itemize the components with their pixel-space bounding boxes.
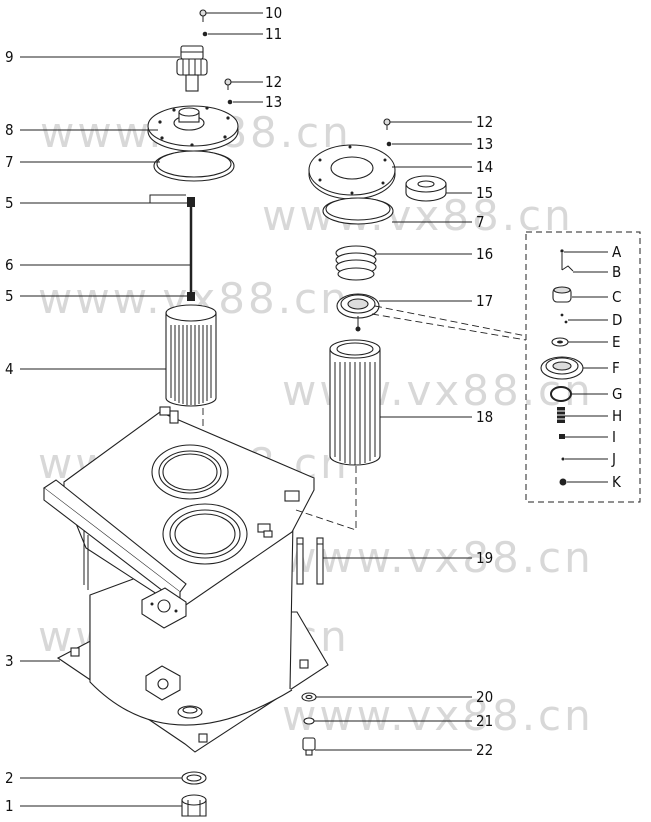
callout-17: 17 [476, 292, 493, 310]
callout-5-top: 5 [5, 194, 14, 212]
part-19-brackets [296, 537, 324, 585]
callout-F: F [612, 359, 620, 377]
part-11-screw [202, 31, 208, 37]
callout-I: I [612, 428, 616, 446]
detail-part-A-pin [560, 249, 564, 270]
callout-22: 22 [476, 741, 493, 759]
callout-21: 21 [476, 712, 493, 730]
part-3-tank [43, 406, 329, 753]
part-12-screw-left [224, 78, 232, 90]
part-15-spacer-ring [405, 175, 447, 202]
callout-7: 7 [5, 153, 14, 171]
part-16-spring [335, 245, 377, 281]
detail-leader [374, 305, 527, 337]
detail-part-B-spring-clip [561, 265, 574, 272]
callout-3: 3 [5, 652, 14, 670]
part-9-breather-cap [176, 45, 208, 92]
callout-C: C [612, 288, 621, 306]
part-4-filter-element [165, 304, 217, 407]
part-13-washer-right [386, 141, 392, 147]
callout-9: 9 [5, 48, 14, 66]
detail-part-D-pins [560, 313, 568, 324]
callout-13-right: 13 [476, 135, 493, 153]
detail-part-K-ball [559, 478, 567, 486]
part-10-screw [199, 9, 207, 22]
callout-18: 18 [476, 408, 493, 426]
callout-14: 14 [476, 158, 493, 176]
part-7-gasket [153, 150, 235, 182]
part-22-plug [302, 737, 316, 756]
callout-19: 19 [476, 549, 493, 567]
callout-20: 20 [476, 688, 493, 706]
callout-7-right: 7 [476, 213, 485, 231]
detail-part-I-ball [559, 434, 565, 439]
part-18-return-filter-element [329, 339, 381, 466]
callout-5-bottom: 5 [5, 287, 14, 305]
callout-labels: 9 8 7 5 6 5 4 3 2 1 10 11 12 13 12 13 14… [5, 4, 622, 815]
detail-leader [371, 313, 527, 341]
part-1-drain-plug [181, 794, 207, 817]
callout-12-left: 12 [265, 73, 282, 91]
callout-15: 15 [476, 184, 493, 202]
callout-8: 8 [5, 121, 14, 139]
detail-box [525, 231, 641, 503]
part-21-washer [303, 717, 315, 725]
callout-B: B [612, 263, 621, 281]
detail-part-E-washer [551, 337, 569, 347]
part-7-gasket-right [322, 197, 394, 225]
callout-G: G [612, 385, 622, 403]
part-14-cover-flange [308, 144, 396, 200]
part-8-cover-plate [147, 105, 239, 152]
callout-H: H [612, 407, 622, 425]
part-17-bypass-valve [336, 293, 380, 332]
part-20-washer [301, 692, 317, 702]
leader-lines [20, 12, 608, 807]
callout-K: K [612, 473, 622, 491]
watermark-text: www.vx88.cn [282, 691, 594, 740]
detail-part-J-pin [561, 457, 565, 461]
part-5-nut-bottom [187, 292, 195, 301]
callout-11: 11 [265, 25, 282, 43]
callout-6: 6 [5, 256, 14, 274]
callout-12-right: 12 [476, 113, 493, 131]
callout-10: 10 [265, 4, 282, 22]
part-2-sealing-washer [181, 771, 207, 785]
part-12-screw-right [383, 118, 391, 130]
callout-J: J [611, 450, 616, 468]
callout-16: 16 [476, 245, 493, 263]
detail-part-H-spring [557, 407, 565, 423]
callout-E: E [612, 333, 621, 351]
callout-D: D [612, 311, 622, 329]
callout-A: A [612, 243, 622, 261]
part-5-nut-top [187, 197, 195, 207]
detail-part-C-nut [552, 286, 572, 303]
callout-1: 1 [5, 797, 14, 815]
part-13-washer-left [227, 99, 233, 105]
detail-part-F-valve-disc [540, 356, 584, 380]
callout-13-left: 13 [265, 93, 282, 111]
callout-2: 2 [5, 769, 14, 787]
callout-4: 4 [5, 360, 14, 378]
